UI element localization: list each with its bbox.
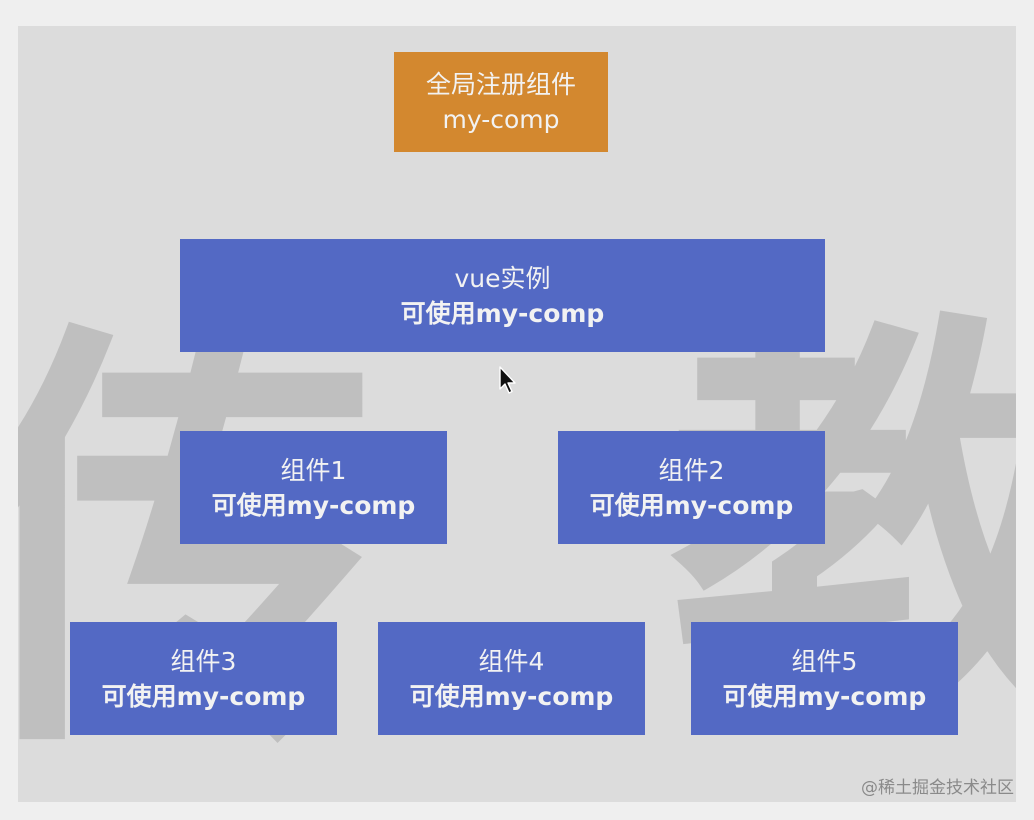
global-component-title: 全局注册组件 bbox=[425, 70, 576, 99]
component-1-box: 组件1 可使用my-comp bbox=[180, 431, 447, 544]
site-credit: @稀土掘金技术社区 bbox=[861, 778, 1014, 798]
vue-instance-title: vue实例 bbox=[454, 263, 551, 293]
component-3-title: 组件3 bbox=[170, 646, 237, 676]
component-3-box: 组件3 可使用my-comp bbox=[70, 622, 337, 735]
vue-instance-box: vue实例 可使用my-comp bbox=[180, 239, 825, 352]
component-5-box: 组件5 可使用my-comp bbox=[691, 622, 958, 735]
slide: 传 教 全局注册组件 my-comp vue实例 可使用my-comp 组件1 … bbox=[18, 26, 1016, 802]
vue-instance-usage: 可使用my-comp bbox=[400, 298, 605, 328]
component-3-usage: 可使用my-comp bbox=[101, 681, 306, 711]
global-component-box: 全局注册组件 my-comp bbox=[394, 52, 608, 152]
component-4-title: 组件4 bbox=[478, 646, 545, 676]
mouse-cursor-icon bbox=[499, 366, 516, 394]
component-2-title: 组件2 bbox=[658, 455, 725, 485]
component-5-usage: 可使用my-comp bbox=[722, 681, 927, 711]
component-1-usage: 可使用my-comp bbox=[211, 490, 416, 520]
component-4-usage: 可使用my-comp bbox=[409, 681, 614, 711]
global-component-name: my-comp bbox=[442, 105, 560, 134]
component-1-title: 组件1 bbox=[280, 455, 347, 485]
component-4-box: 组件4 可使用my-comp bbox=[378, 622, 645, 735]
component-2-usage: 可使用my-comp bbox=[589, 490, 794, 520]
component-2-box: 组件2 可使用my-comp bbox=[558, 431, 825, 544]
component-5-title: 组件5 bbox=[791, 646, 858, 676]
